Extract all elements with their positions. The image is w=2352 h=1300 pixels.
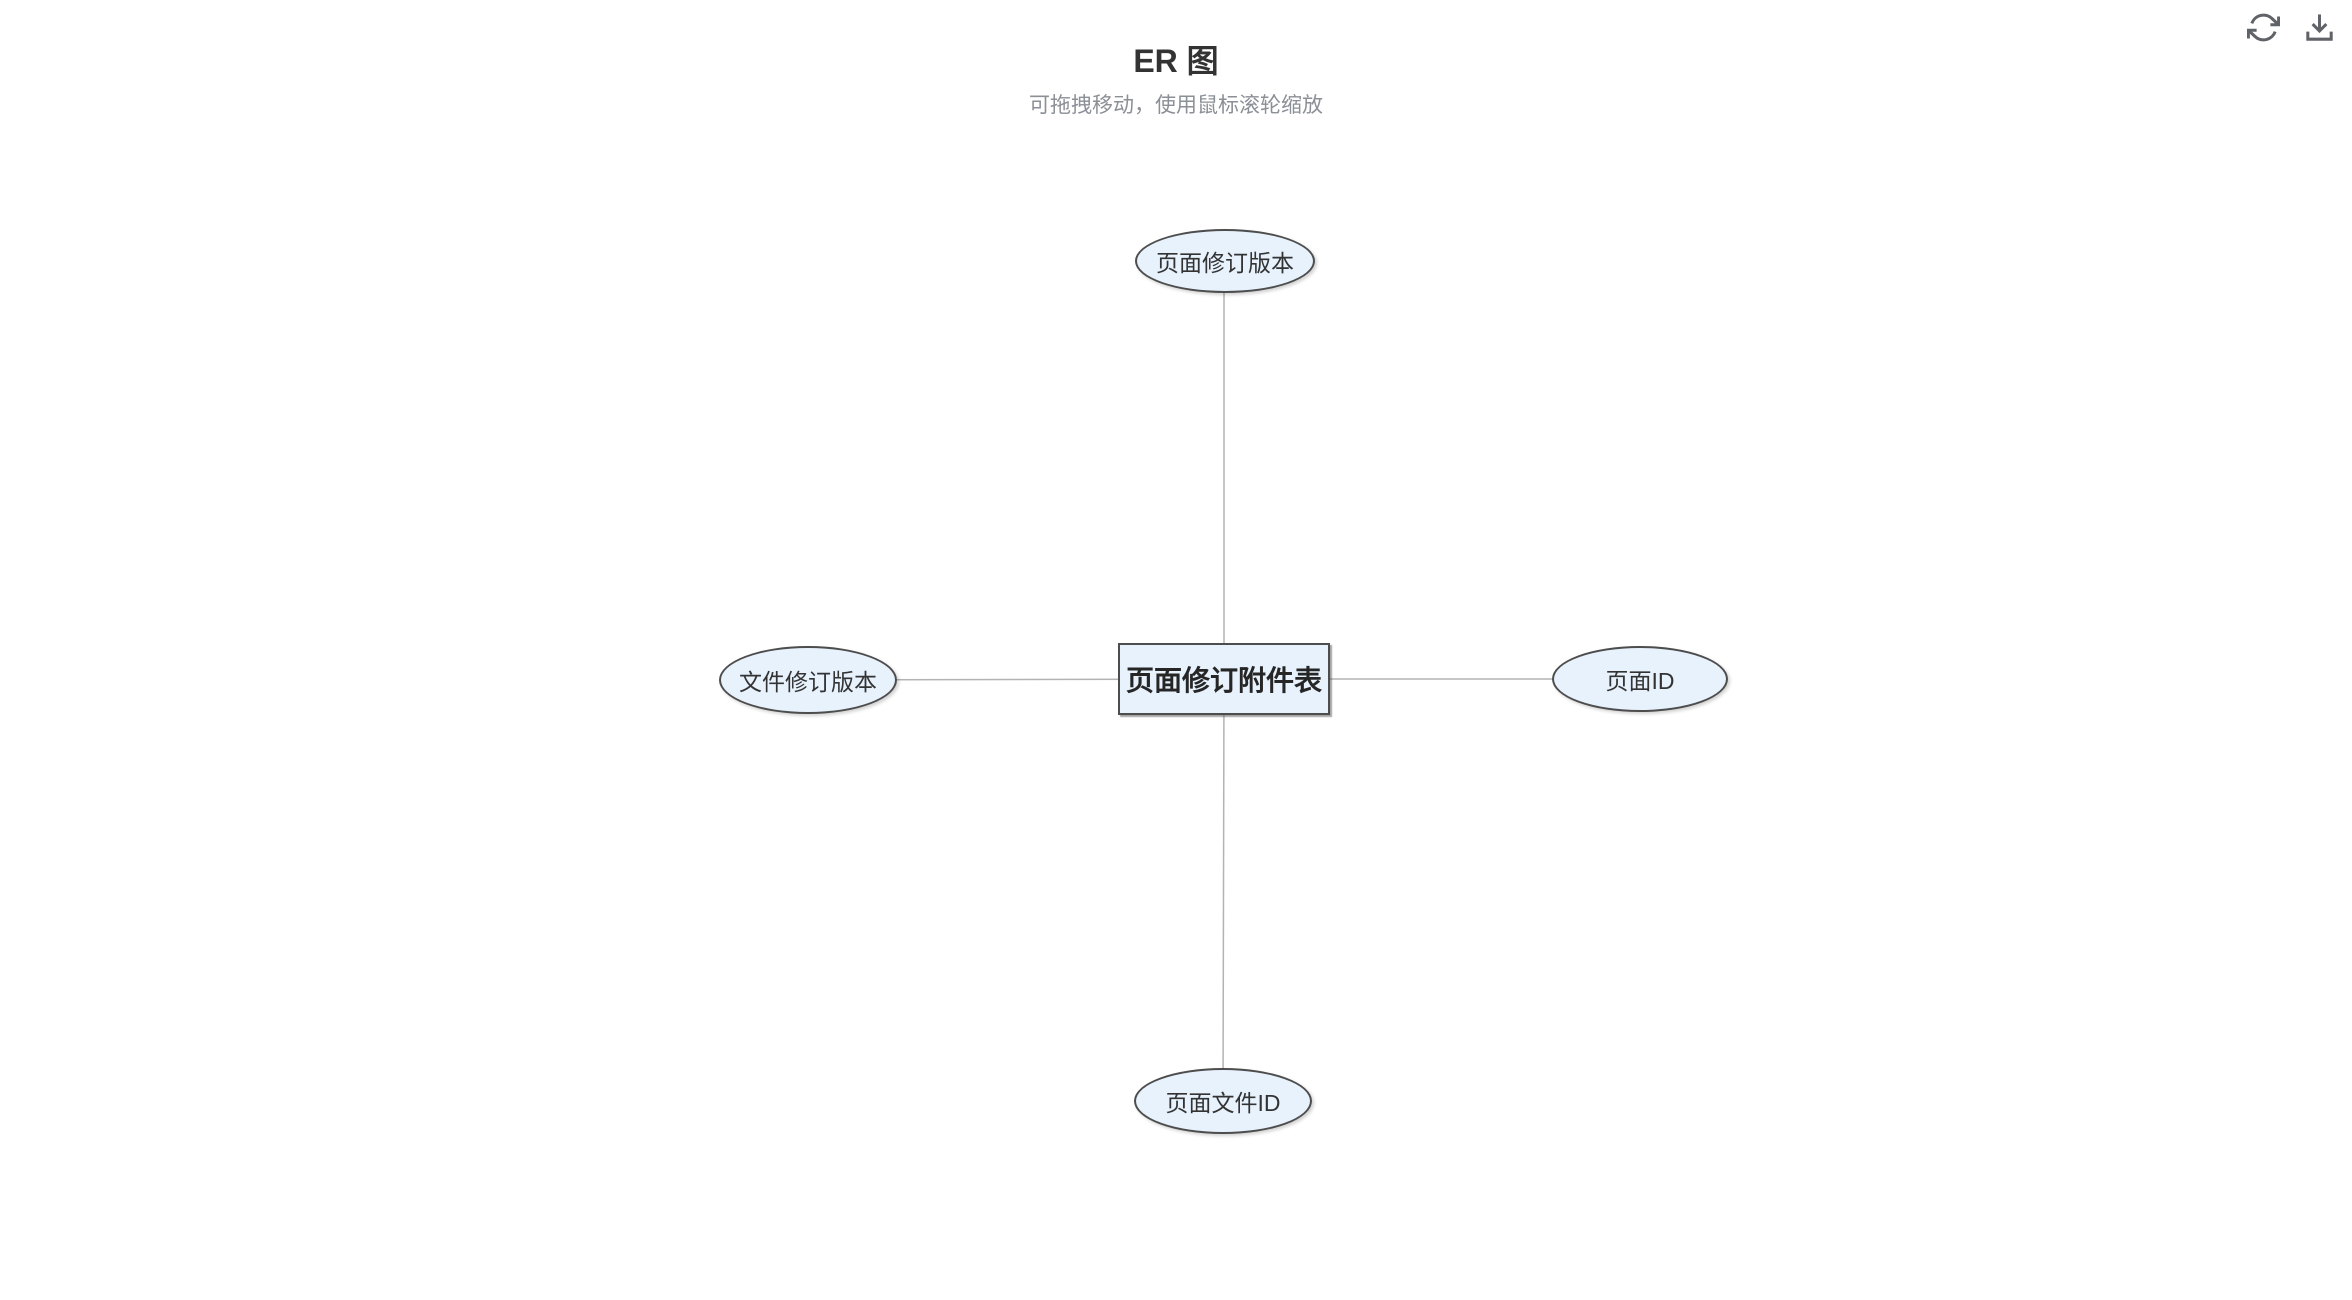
attribute-node-left[interactable]: 文件修订版本 xyxy=(719,646,897,714)
attribute-node-label: 页面文件ID xyxy=(1165,1090,1281,1116)
connector-bottom xyxy=(1222,678,1225,1102)
refresh-button[interactable] xyxy=(2244,10,2282,48)
refresh-icon xyxy=(2246,11,2280,47)
download-button[interactable] xyxy=(2300,10,2338,48)
attribute-node-top[interactable]: 页面修订版本 xyxy=(1135,229,1315,293)
attribute-node-right[interactable]: 页面ID xyxy=(1552,646,1728,712)
entity-node[interactable]: 页面修订附件表 xyxy=(1118,643,1330,715)
download-icon xyxy=(2303,11,2336,47)
attribute-node-bottom[interactable]: 页面文件ID xyxy=(1134,1068,1312,1134)
attribute-node-label: 页面ID xyxy=(1605,668,1675,694)
attribute-node-label: 文件修订版本 xyxy=(739,669,877,695)
attribute-node-label: 页面修订版本 xyxy=(1156,250,1294,276)
entity-node-label: 页面修订附件表 xyxy=(1125,665,1322,696)
toolbar xyxy=(2244,10,2338,48)
